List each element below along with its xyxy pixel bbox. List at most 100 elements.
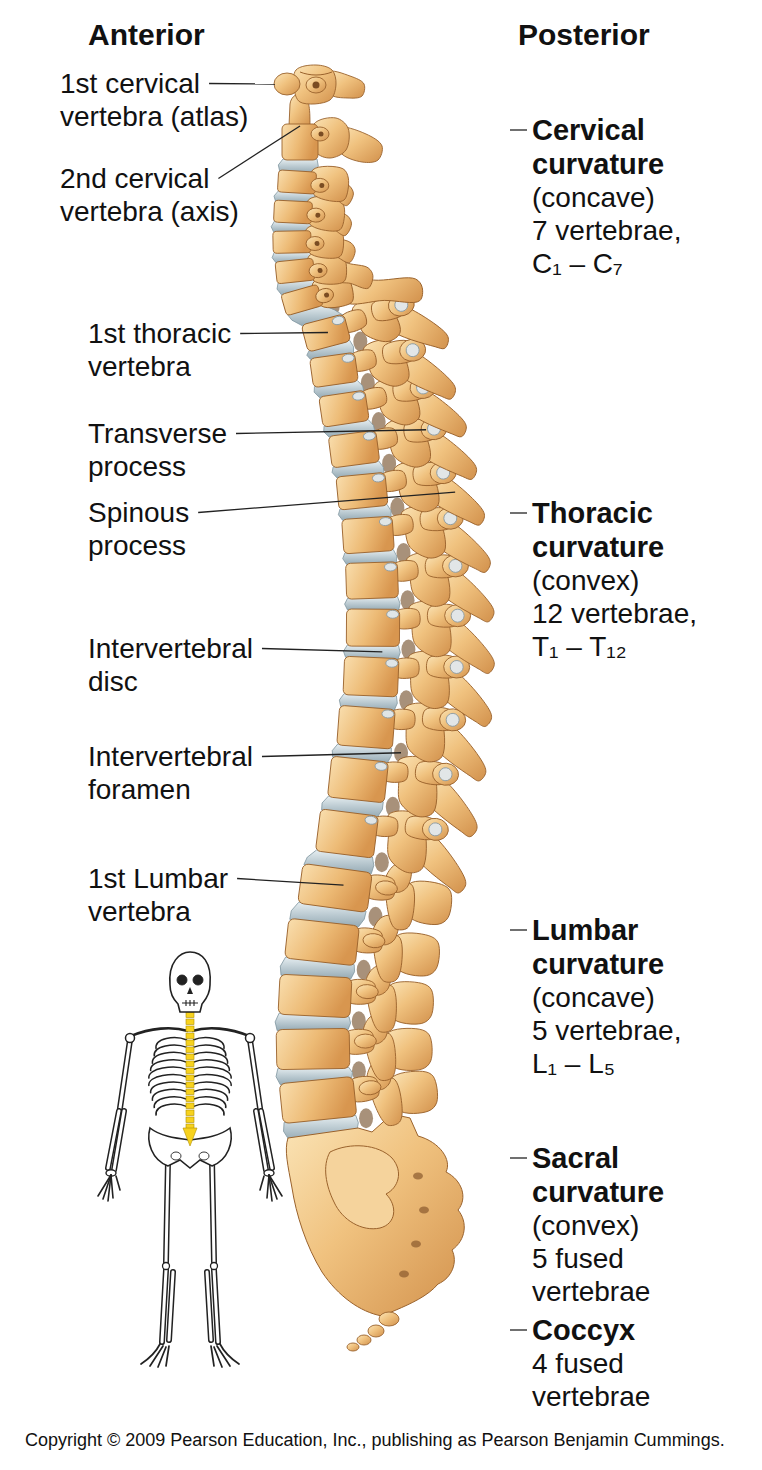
part-label-slot: Intervertebral foramen <box>88 740 283 806</box>
sacrum-coccyx <box>286 1114 464 1351</box>
limb-bone-outline <box>120 1040 130 1108</box>
costal-facet <box>446 713 460 727</box>
region-note: 5 vertebrae, L₁ – L₅ <box>532 1014 712 1080</box>
figure-vertebra <box>186 1033 194 1039</box>
sacral-foramen <box>411 1241 421 1248</box>
leader-line <box>262 753 401 757</box>
region-heading: Cervical curvature <box>532 113 712 181</box>
rib <box>151 1082 187 1093</box>
limb-bone <box>256 1111 266 1170</box>
eye-socket <box>193 975 203 985</box>
figure-vertebra <box>186 1019 194 1025</box>
vertebral-body <box>343 656 399 697</box>
costal-demifacet <box>386 659 398 667</box>
rib <box>193 1097 226 1108</box>
band-ticks <box>510 130 527 1330</box>
patella <box>211 1263 218 1270</box>
region-band: Coccyx4 fused vertebrae <box>437 1303 740 1359</box>
region-band: Cervical curvature(concave)7 vertebrae, … <box>350 75 740 301</box>
limb-bone <box>120 1040 130 1108</box>
figure-vertebra <box>186 1047 194 1053</box>
transverse-foramen <box>313 82 320 89</box>
part-label-slot: 2nd cervical vertebra (axis) <box>60 162 260 228</box>
transverse-process <box>310 178 329 193</box>
part-label: Transverse process <box>88 417 283 483</box>
leader-line <box>236 430 426 434</box>
vertebral-body <box>278 974 352 1018</box>
leader-line <box>198 492 455 512</box>
costal-demifacet <box>372 473 385 482</box>
copyright-note: Copyright © 2009 Pearson Education, Inc.… <box>25 1429 760 1451</box>
limb-bone-outline <box>256 1111 266 1170</box>
limb-bone <box>169 1272 173 1340</box>
band-fill <box>420 305 510 857</box>
patella <box>163 1263 170 1270</box>
skeleton-figure <box>98 952 282 1367</box>
limb-bone <box>212 1160 214 1262</box>
band-text: Cervical curvature(concave)7 vertebrae, … <box>532 113 712 280</box>
costal-demifacet <box>379 517 392 526</box>
costal-demifacet <box>384 563 396 571</box>
pelvis-hole <box>171 1152 181 1160</box>
costal-facet <box>451 609 464 622</box>
transverse-process <box>356 984 379 999</box>
limb-bone <box>114 1111 124 1170</box>
band-tick <box>510 1157 527 1158</box>
part-label: Spinous process <box>88 496 283 562</box>
leader-line <box>262 649 382 652</box>
part-label: 1st Lumbar vertebra <box>88 862 283 928</box>
rib <box>149 1075 187 1086</box>
vertebral-body <box>337 705 396 749</box>
band-tick <box>510 1329 527 1330</box>
vertebral-column <box>271 65 495 1351</box>
costal-demifacet <box>375 762 388 771</box>
figure-vertebra <box>186 1040 194 1046</box>
auricular-surface <box>326 1146 399 1229</box>
coccyx-segment <box>368 1325 384 1337</box>
limb-bone <box>214 1270 218 1342</box>
region-heading: Sacral curvature <box>532 1141 712 1209</box>
band-tick <box>510 929 527 930</box>
vertebral-body <box>279 1076 357 1123</box>
transverse-process <box>362 933 385 949</box>
costal-facet <box>405 343 420 358</box>
vertebral-body <box>327 756 388 803</box>
band-tick <box>510 129 527 130</box>
part-label: 2nd cervical vertebra (axis) <box>60 162 260 228</box>
figure-vertebra <box>186 1026 194 1032</box>
limb-bone-outline <box>212 1160 214 1262</box>
limb-bone-outline <box>166 1160 168 1262</box>
limb-bone-outline <box>162 1270 166 1342</box>
pelvis-hole <box>199 1152 209 1160</box>
transverse-process <box>308 263 327 279</box>
band-fill <box>430 1135 510 1299</box>
region-note: 12 vertebrae, T₁ – T₁₂ <box>532 597 712 663</box>
limb-bone-outline <box>207 1272 211 1340</box>
finger <box>267 1175 269 1198</box>
vertebral-body <box>298 863 373 912</box>
eye-socket <box>177 975 187 985</box>
shoulder-joint <box>126 1034 135 1043</box>
anterior-arch <box>274 73 300 95</box>
region-heading: Thoracic curvature <box>532 496 712 564</box>
shoulder-joint <box>246 1034 255 1043</box>
figure-vertebra <box>186 1103 194 1109</box>
view-heading: Anterior <box>88 17 288 53</box>
view-heading: Posterior <box>518 17 738 53</box>
region-heading: Coccyx <box>532 1313 712 1347</box>
intervertebral-foramen <box>375 852 389 872</box>
region-note: (convex) <box>532 564 712 597</box>
intervertebral-foramen <box>359 1108 373 1128</box>
vertebral-body <box>310 352 359 387</box>
vertebral-body <box>277 170 316 194</box>
part-label-slot: Intervertebral disc <box>88 632 283 698</box>
sacral-foramen <box>399 1271 409 1278</box>
figure-vertebra <box>186 1089 194 1095</box>
vertebral-body <box>319 390 370 427</box>
costal-demifacet <box>352 391 365 401</box>
limb-bone <box>166 1160 168 1262</box>
leader-line <box>218 126 300 179</box>
costal-demifacet <box>382 710 395 719</box>
atlas-axis <box>274 65 382 163</box>
